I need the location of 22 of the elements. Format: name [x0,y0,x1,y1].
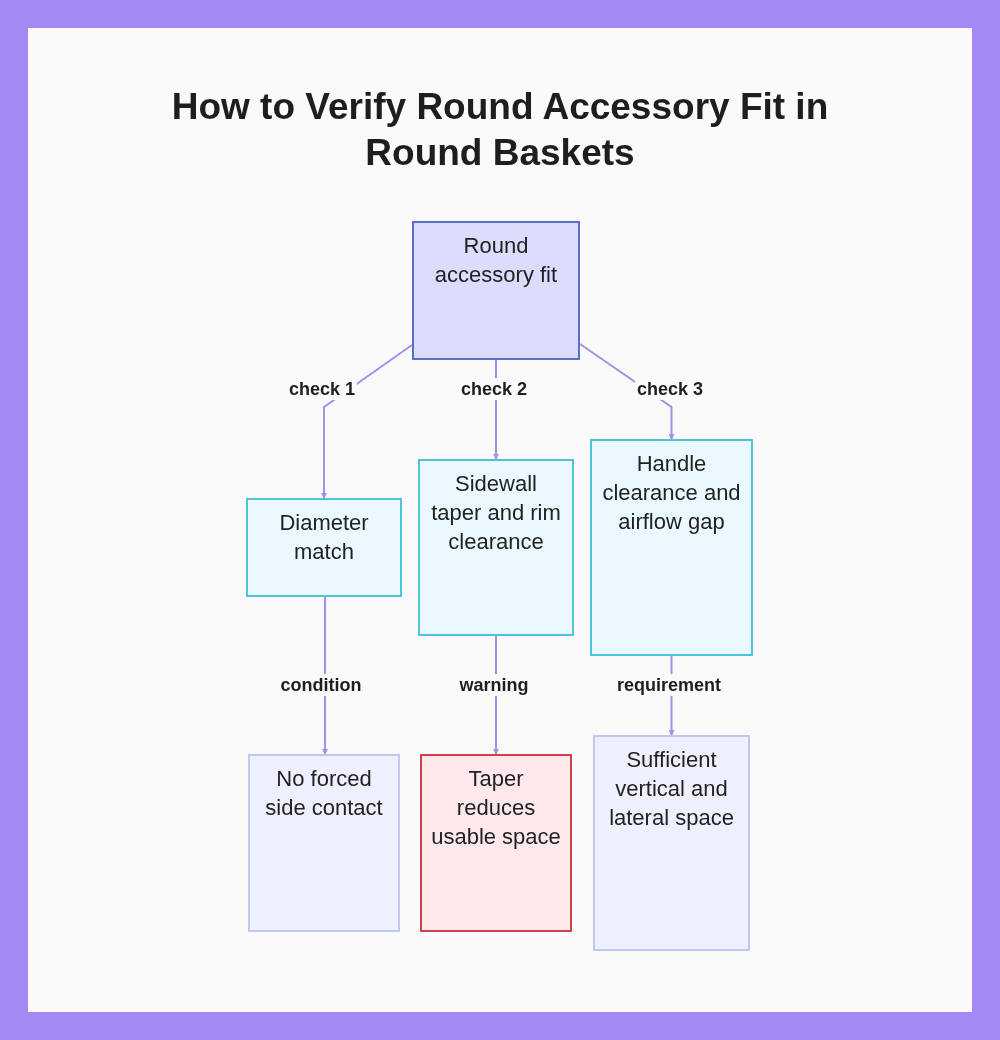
connector-arrow [322,596,328,755]
box-text: Handle clearance and airflow gap [601,450,742,536]
box-text: No forced side contact [264,765,384,822]
box-text: Sufficient vertical and lateral space [608,746,735,832]
box-text: Taper reduces usable space [430,765,562,851]
process-box [590,439,753,656]
connector-arrow [321,344,413,499]
process-box [593,735,750,951]
title: How to Verify Round Accessory Fit in Round Baskets [170,85,830,175]
box-text: Diameter match [278,509,370,566]
edge-label: check 3 [634,378,706,400]
edge-label: warning [457,674,531,696]
edge-label: check 2 [458,378,530,400]
box-text: Sidewall taper and rim clearance [430,470,562,556]
edge-label: condition [278,674,364,696]
process-box [418,459,574,636]
process-box [412,221,580,360]
edge-label: requirement [615,674,723,696]
process-box [246,498,402,597]
process-box [248,754,400,932]
process-box [420,754,572,932]
box-text: Round accessory fit [433,232,559,289]
